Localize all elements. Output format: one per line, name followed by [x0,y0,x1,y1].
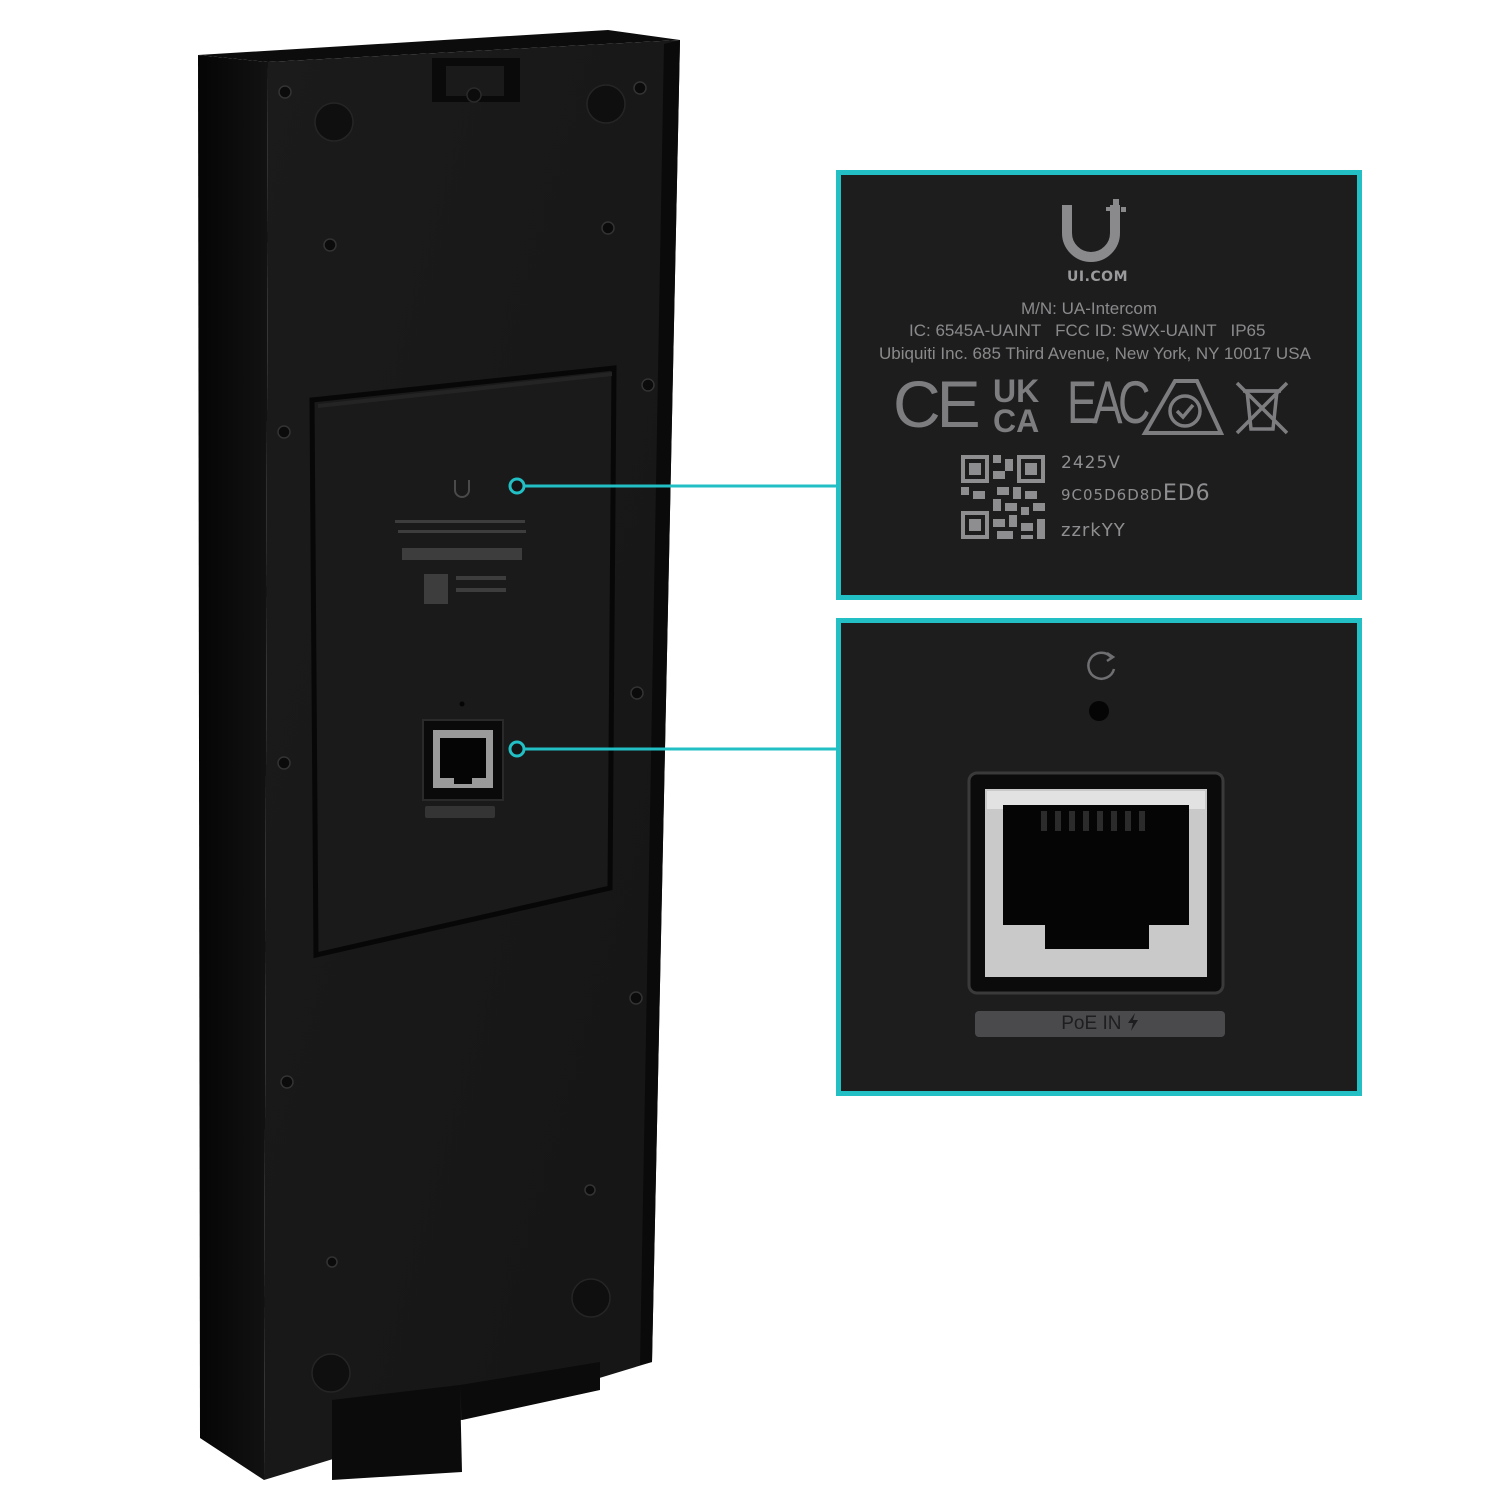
foot [311,1353,351,1393]
bolt-icon [1127,1013,1138,1031]
port-zoom-inset: PoE IN [836,618,1362,1096]
label-zoom-inset: UI.COM M/N: UA-Intercom IC: 6545A-UAINT … [836,170,1362,600]
qr-code-icon [961,455,1045,539]
brand-text: UI.COM [1067,269,1129,285]
housing-top [198,30,680,62]
ukca-mark-top: UK [993,373,1040,409]
mac-address: 9C05D6D8DED6 [1061,481,1211,506]
mac-prefix: 9C05D6D8D [1061,486,1163,504]
ce-mark: CE [893,367,981,441]
weee-bin-icon [1235,381,1289,435]
reset-icon [1087,651,1116,680]
callout-dot-port [508,740,526,758]
foot [586,84,626,124]
poe-in-label: PoE IN [975,1011,1225,1037]
ukca-mark-bottom: CA [993,403,1040,439]
date-code: 2425V [1061,453,1121,473]
foot [314,102,354,142]
reset-pinhole [1089,701,1109,721]
foot [571,1278,611,1318]
ubiquiti-logo-icon [1062,199,1126,262]
callout-dot-label [508,477,526,495]
regulatory-ids-line: IC: 6545A-UAINT FCC ID: SWX-UAINT IP65 [909,321,1266,340]
serial-code: zzrkYY [1061,520,1126,541]
address-line: Ubiquiti Inc. 685 Third Avenue, New York… [879,344,1311,363]
ethernet-port [967,771,1225,995]
mac-suffix: ED6 [1162,481,1211,506]
callout-lines [517,484,836,751]
rcm-mark-icon [1141,379,1225,435]
housing-side [198,55,268,1480]
eac-mark: EAC [1067,369,1151,436]
label-plate [309,365,617,959]
poe-in-text: PoE IN [1061,1013,1122,1034]
model-line: M/N: UA-Intercom [1021,299,1158,318]
